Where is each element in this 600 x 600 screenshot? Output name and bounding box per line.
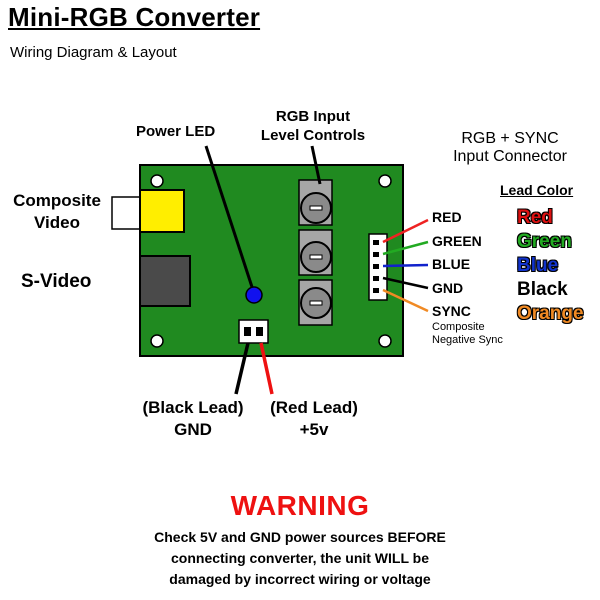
potentiometer[interactable]	[298, 279, 333, 326]
power-connector	[238, 319, 269, 344]
red-lead-label: (Red Lead) +5v	[258, 397, 370, 441]
lead-color-black: Black	[517, 279, 568, 300]
power-led-label: Power LED	[136, 123, 216, 140]
potentiometer[interactable]	[298, 179, 333, 226]
mounting-hole	[378, 174, 392, 188]
sync-note-line: Negative Sync	[432, 334, 503, 346]
rgb-level-controls-line: RGB Input	[275, 108, 351, 125]
svideo-jack	[139, 255, 191, 307]
red-lead-line: +5v	[299, 420, 329, 439]
pin-label-red: RED	[432, 209, 462, 225]
potentiometer[interactable]	[298, 229, 333, 276]
lead-color-red: Red	[517, 207, 553, 228]
lead-color-blue: Blue	[517, 255, 559, 276]
lead-color-header: Lead Color	[500, 182, 574, 198]
page-title: Mini-RGB Converter	[8, 2, 261, 32]
red-lead-line: (Red Lead)	[270, 398, 358, 417]
warning-line: Check 5V and GND power sources BEFORE	[154, 529, 446, 545]
warning-text: Check 5V and GND power sources BEFORE co…	[0, 527, 600, 590]
warning-line: connecting converter, the unit WILL be	[171, 550, 429, 566]
page-subtitle: Wiring Diagram & Layout	[10, 44, 177, 61]
mounting-hole	[150, 334, 164, 348]
rgb-sync-connector-label: RGB + SYNC Input Connector	[430, 130, 590, 166]
lead-color-green: Green	[517, 231, 572, 252]
black-lead-wire	[234, 342, 250, 395]
wire-red	[382, 218, 429, 244]
rgb-sync-connector-line: Input Connector	[453, 148, 567, 165]
wire-green	[382, 240, 429, 256]
black-lead-line: (Black Lead)	[142, 398, 244, 417]
power-led	[245, 286, 263, 304]
svideo-label: S-Video	[21, 271, 92, 292]
power-led-pointer	[204, 145, 254, 288]
black-lead-label: (Black Lead) GND	[128, 397, 258, 441]
sync-note-line: Composite	[432, 321, 485, 333]
pin-label-gnd: GND	[432, 280, 464, 296]
rgb-level-controls-label: RGB Input Level Controls	[246, 107, 380, 145]
composite-video-line: Composite	[13, 191, 101, 210]
rgb-level-controls-line: Level Controls	[260, 127, 366, 144]
composite-video-label: Composite Video	[2, 190, 112, 234]
pin-label-sync: SYNC	[432, 303, 471, 319]
black-lead-line: GND	[174, 420, 212, 439]
composite-video-jack	[139, 189, 185, 233]
pin-label-green: GREEN	[432, 233, 482, 249]
composite-video-line: Video	[34, 213, 80, 232]
lead-color-orange: Orange	[517, 303, 584, 324]
rgb-sync-connector-line: RGB + SYNC	[461, 130, 559, 147]
warning-line: damaged by incorrect wiring or voltage	[169, 571, 431, 587]
wire-black	[382, 276, 429, 290]
sync-note: Composite Negative Sync	[432, 321, 503, 347]
wire-orange	[382, 288, 429, 313]
level-controls-pointer	[310, 145, 322, 185]
warning-title: WARNING	[230, 490, 370, 521]
wire-blue	[382, 263, 429, 268]
pin-label-blue: BLUE	[432, 256, 471, 272]
red-lead-wire	[259, 342, 274, 395]
mounting-hole	[378, 334, 392, 348]
mounting-hole	[150, 174, 164, 188]
